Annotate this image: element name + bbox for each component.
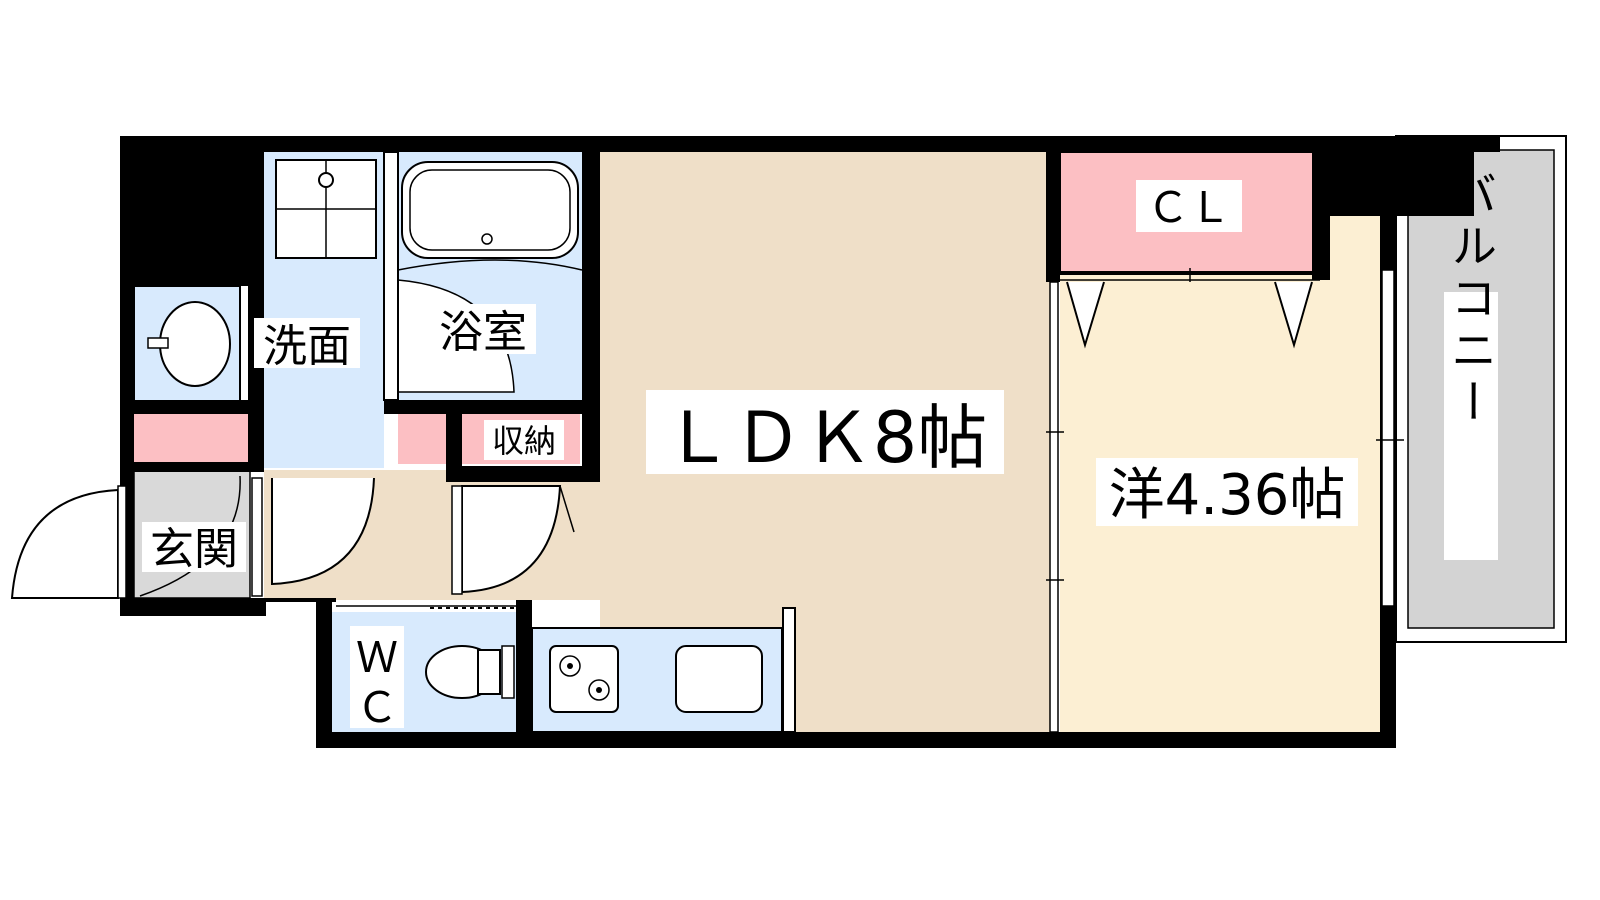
outer-wall-left-block xyxy=(120,136,265,286)
wall-storage-left xyxy=(446,414,462,482)
entrance-label-bg xyxy=(142,522,246,572)
burner-icon-2-inner xyxy=(596,687,602,693)
ldk-label-bg xyxy=(646,390,1004,474)
wall-washroom-left xyxy=(248,286,264,470)
balcony-window xyxy=(1381,269,1395,607)
toilet-tank-icon xyxy=(477,649,501,695)
bathtub-inner xyxy=(409,169,571,251)
washroom-door-swing xyxy=(271,477,375,586)
closet-label-bg xyxy=(1136,180,1242,232)
wall-closet-right xyxy=(1312,152,1330,280)
balcony-label: バルコニー xyxy=(1444,170,1498,430)
toilet-tank-back xyxy=(501,645,515,699)
closet-door-right xyxy=(1274,281,1313,349)
western-label-bg xyxy=(1096,458,1358,526)
wall-wc-right xyxy=(516,600,532,734)
washroom-label: 洗面 xyxy=(263,321,351,372)
storage-door-frame xyxy=(451,485,463,595)
closet-door-left xyxy=(1066,281,1105,349)
outer-wall-main xyxy=(120,136,1500,152)
wc-label-bg xyxy=(350,626,404,728)
wall-storage-bottom xyxy=(446,466,600,482)
front-door-frame xyxy=(117,485,127,599)
wall-bath-right xyxy=(582,152,600,482)
kitchen-sink-icon xyxy=(675,645,763,713)
storage-left-strip xyxy=(134,414,248,464)
stove-panel xyxy=(549,645,619,713)
bath-drain-icon xyxy=(481,233,493,245)
wc-label-w: Ｗ xyxy=(356,633,398,682)
wall-bath-bottom xyxy=(384,400,584,414)
washer-drain-icon xyxy=(318,172,334,188)
ldk-label: ＬＤＫ8帖 xyxy=(663,397,988,479)
wc-label-c: Ｃ xyxy=(356,683,398,732)
wall-bottom xyxy=(316,732,1396,748)
kitchen-wall-post xyxy=(782,607,796,733)
wall-entrance-bottom xyxy=(120,598,266,616)
storage-label-bg xyxy=(484,420,564,460)
washroom-door-frame xyxy=(251,477,263,597)
storage-door-swing xyxy=(461,485,562,594)
storage-door-leaf xyxy=(559,485,575,533)
bathroom-label-bg xyxy=(430,304,536,354)
wall-basin-bottom xyxy=(120,400,264,414)
wall-hall-bottom xyxy=(264,598,336,602)
burner-icon-1-inner xyxy=(567,663,573,669)
bathroom-label: 浴室 xyxy=(439,307,527,358)
bath-door-curve xyxy=(397,259,583,271)
entrance-label: 玄関 xyxy=(150,524,238,575)
wall-ldk-right-top xyxy=(1046,152,1060,282)
sliding-partition xyxy=(1049,281,1059,733)
wall-entrance-top xyxy=(120,462,264,472)
front-door-swing xyxy=(10,488,119,599)
balcony-label-bg xyxy=(1444,292,1498,560)
washroom-label-bg xyxy=(254,318,360,368)
storage-mid-strip xyxy=(398,414,446,464)
bathtub-icon xyxy=(401,161,579,259)
outer-wall-topright-block xyxy=(1330,136,1474,216)
western-room-label: 洋4.36帖 xyxy=(1109,463,1346,528)
wall-washroom-bath xyxy=(383,151,399,401)
wall-wc-left xyxy=(316,600,332,748)
faucet-icon xyxy=(147,337,169,349)
sink-icon xyxy=(159,301,231,387)
closet-area xyxy=(1059,151,1321,273)
storage-label: 収納 xyxy=(492,422,556,460)
closet-label: ＣＬ xyxy=(1147,183,1231,232)
